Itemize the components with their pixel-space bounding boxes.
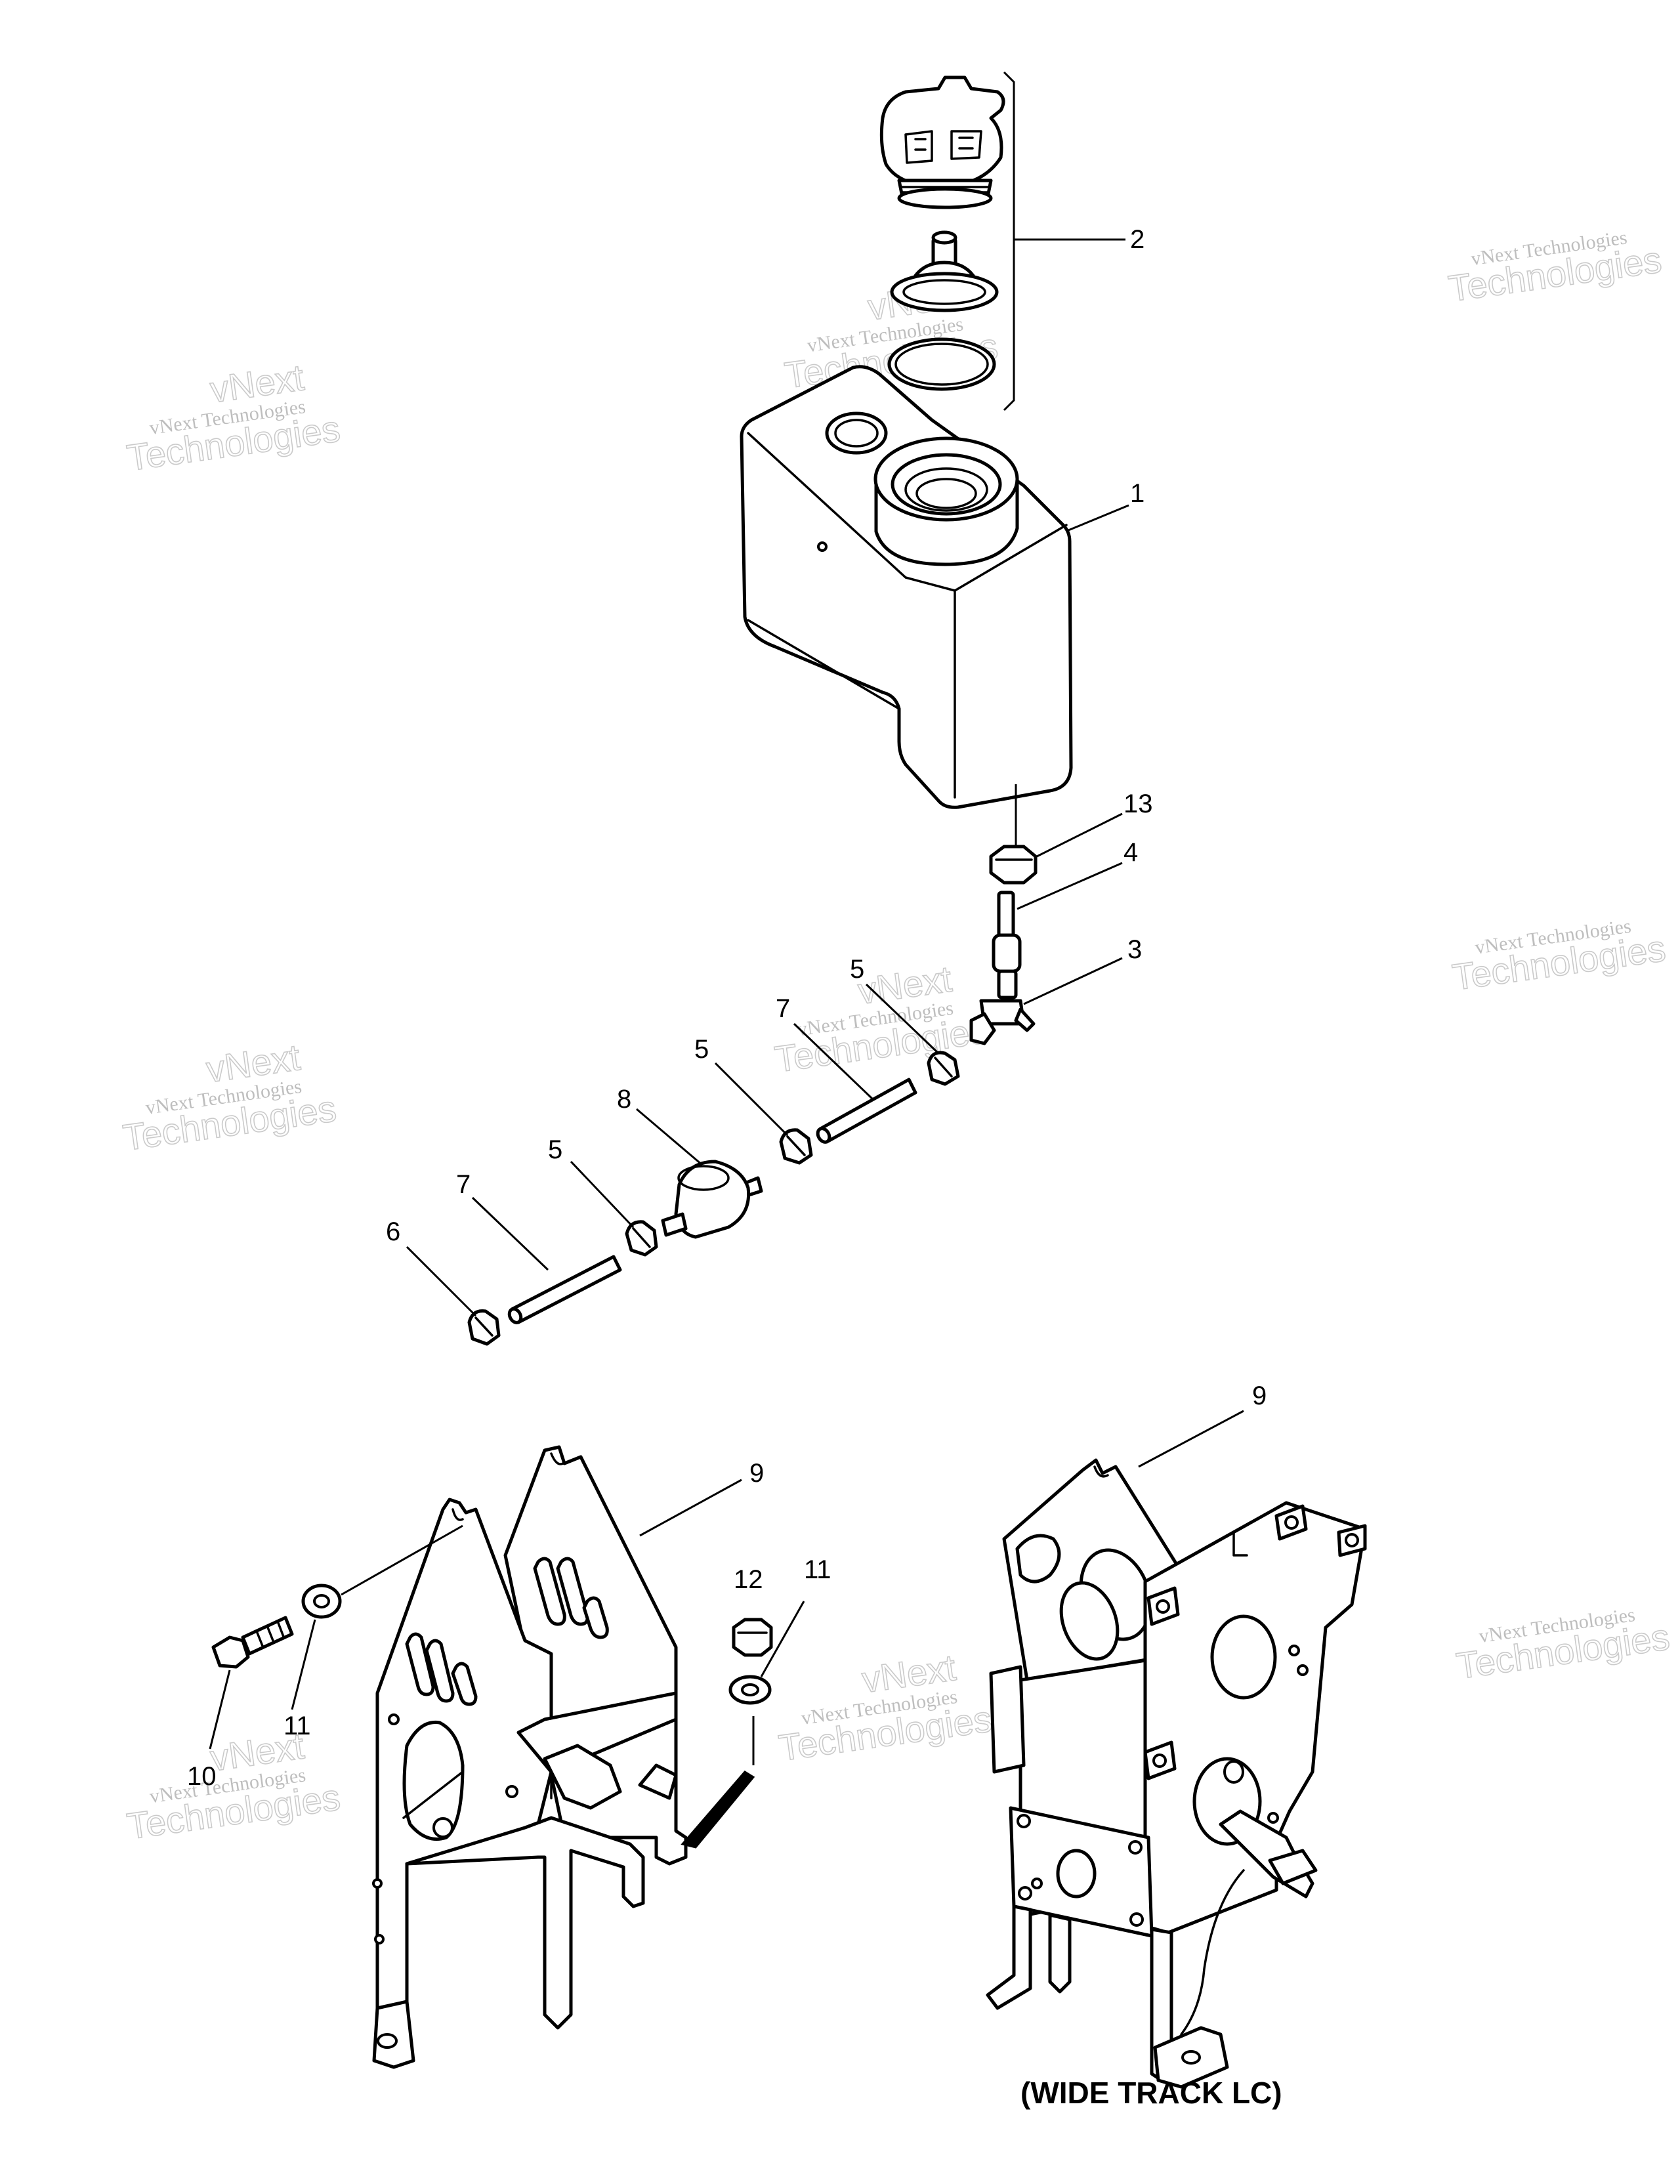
leader-line: [209, 1670, 231, 1750]
leader-line: [1017, 862, 1123, 910]
callout-7: 7: [776, 994, 790, 1023]
bolt-10: 10: [187, 1616, 294, 1791]
leader-line: [570, 1160, 635, 1228]
hose-7-lower: 7: [456, 1170, 622, 1324]
leader-line: [341, 1524, 463, 1596]
callout-1: 1: [1130, 479, 1144, 508]
callout-11: 11: [284, 1712, 311, 1740]
clamp-5-upper: 5: [850, 955, 960, 1086]
nut-12: 12: [732, 1565, 773, 1657]
callout-12: 12: [734, 1565, 763, 1594]
leader-line: [291, 1619, 316, 1710]
fitting-4: 4: [992, 838, 1138, 973]
leader-line: [639, 1479, 742, 1537]
watermark-3: Technologies vNext Technologies: [1445, 226, 1664, 310]
callout-10: 10: [187, 1762, 217, 1791]
watermark-8: Technologies vNext vNext Technologies: [776, 1646, 995, 1769]
clamp-5-middle: 5: [694, 1035, 813, 1165]
leader-line: [471, 1196, 549, 1271]
fuel-cap-assembly: 2: [879, 71, 1144, 411]
support-stand-9-left: 9: [372, 1445, 764, 2069]
nut-13: 13: [989, 789, 1153, 885]
leader-line: [793, 1022, 874, 1101]
callout-6: 6: [386, 1217, 400, 1246]
washer-11-right: 11: [728, 1555, 831, 1705]
watermark-1: Technologies vNext vNext Technologies: [124, 356, 343, 479]
callout-2: 2: [1130, 225, 1144, 254]
leader-line: [406, 1246, 477, 1317]
callout-8: 8: [617, 1085, 631, 1114]
leader-line: [760, 1601, 805, 1677]
leader-line: [1023, 957, 1123, 1005]
leader-line: [1068, 504, 1129, 532]
watermark-4: Technologies vNext vNext Technologies: [120, 1036, 339, 1159]
leader-line: [714, 1062, 789, 1137]
group-bracket: [1003, 71, 1015, 411]
support-stand-9-wide-track: 9 (WIDE TRACK LC): [986, 1381, 1367, 2110]
watermark-9: Technologies vNext Technologies: [1454, 1604, 1673, 1687]
callout-5: 5: [694, 1035, 709, 1064]
callout-7: 7: [456, 1170, 471, 1199]
callout-5: 5: [548, 1135, 562, 1164]
leader-line: [1138, 1410, 1244, 1468]
variant-caption: (WIDE TRACK LC): [1020, 2076, 1282, 2110]
shutoff-valve-3: 3: [969, 935, 1142, 1045]
leader-line: [1036, 812, 1123, 858]
callout-3: 3: [1127, 935, 1142, 964]
o-ring: [887, 337, 996, 391]
callout-11: 11: [804, 1555, 831, 1584]
fuel-cap: [879, 75, 1005, 209]
watermark-7: Technologies vNext vNext Technologies: [124, 1725, 343, 1848]
callout-9: 9: [749, 1459, 764, 1488]
callout-5: 5: [850, 955, 864, 984]
hose-7-upper: 7: [776, 994, 917, 1144]
watermark-6: Technologies vNext Technologies: [1450, 915, 1669, 999]
callout-9: 9: [1252, 1381, 1267, 1410]
oil-tank: 1: [740, 365, 1144, 847]
pointer-arrow: [681, 1771, 755, 1849]
washer-11-left: 11: [284, 1524, 463, 1740]
leader-line: [865, 983, 940, 1055]
callout-4: 4: [1124, 838, 1138, 867]
leader-line: [636, 1108, 703, 1166]
vent-valve: [890, 230, 999, 312]
clamp-5-lower: 5: [548, 1135, 658, 1257]
clamp-6: 6: [386, 1217, 501, 1346]
callout-13: 13: [1124, 789, 1153, 818]
fuel-filter-8: 8: [617, 1085, 763, 1239]
